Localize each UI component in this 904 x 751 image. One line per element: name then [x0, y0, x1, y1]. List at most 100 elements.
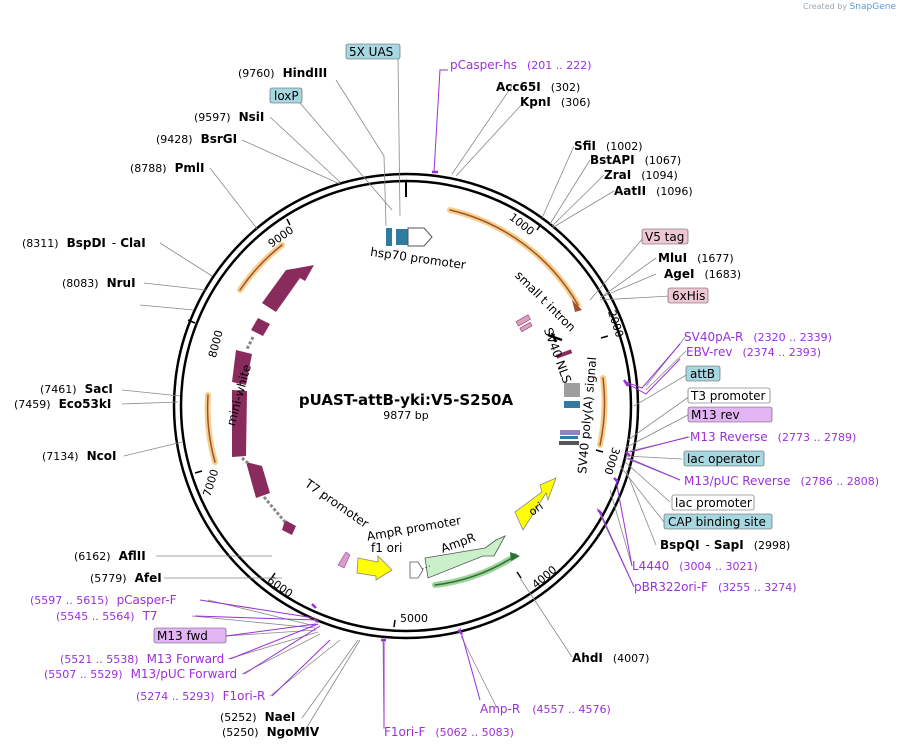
- svg-text:M13/pUC Reverse(2786 .. 2808): M13/pUC Reverse(2786 .. 2808): [684, 474, 879, 488]
- ahdi-position: (4007): [613, 652, 650, 665]
- loxp-label: loxP: [274, 89, 299, 103]
- t7-promoter-feature: [337, 551, 351, 569]
- svg-text:M13 Reverse(2773 .. 2789): M13 Reverse(2773 .. 2789): [690, 430, 856, 444]
- agei-label: AgeI: [664, 267, 694, 281]
- primer-marks: [311, 170, 631, 642]
- bspqi-label: BspQI: [660, 538, 700, 552]
- bspdi-clai-dash: -: [112, 236, 116, 250]
- aflii-position: (6162): [74, 550, 111, 563]
- t3-promoter-label: T3 promoter: [690, 389, 766, 403]
- sv40-polya-label: SV40 poly(A) signal: [575, 356, 599, 474]
- svg-text:L4440(3004 .. 3021): L4440(3004 .. 3021): [632, 559, 758, 573]
- nsii-label: NsiI: [239, 110, 265, 124]
- tick-label-5000: 5000: [400, 612, 428, 625]
- sfii-label: SfiI: [574, 139, 596, 153]
- svg-text:F1ori-F(5062 .. 5083): F1ori-F(5062 .. 5083): [384, 725, 514, 739]
- svg-text:(7461)SacI: (7461)SacI: [40, 382, 113, 396]
- svg-text:(6162)AflII: (6162)AflII: [74, 549, 146, 563]
- nsii-position: (9597): [194, 111, 231, 124]
- pcasper-hs-position: (201 .. 222): [527, 59, 592, 72]
- aatii-label: AatII: [614, 184, 646, 198]
- svg-text:(9428)BsrGI: (9428)BsrGI: [156, 132, 237, 146]
- svg-text:ZraI(1094): ZraI(1094): [604, 168, 678, 182]
- svg-text:(8311)BspDI-ClaI: (8311) BspDI-ClaI: [22, 236, 146, 250]
- f1-ori-feature: [356, 555, 393, 581]
- amp-r-primer-position: (4557 .. 4576): [532, 703, 611, 716]
- m13-puc-reverse-position: (2786 .. 2808): [801, 475, 880, 488]
- eco53ki-label: Eco53kI: [59, 397, 112, 411]
- hsp70-promoter-label: hsp70 promoter: [369, 245, 466, 272]
- ngomiv-position: (5250): [222, 726, 259, 739]
- ncoi-position: (7134): [42, 450, 79, 463]
- bsrgi-position: (9428): [156, 133, 193, 146]
- l4440-position: (3004 .. 3021): [679, 560, 758, 573]
- svg-text:SfiI(1002): SfiI(1002): [574, 139, 643, 153]
- attb-feature: [564, 383, 580, 397]
- m13-reverse-position: (2773 .. 2789): [778, 431, 857, 444]
- nrui-label: NruI: [107, 276, 136, 290]
- pmli-label: PmlI: [175, 161, 205, 175]
- svg-text:BstAPI(1067): BstAPI (1067): [590, 153, 681, 167]
- promoter-cluster: [559, 430, 580, 445]
- credit-prefix: Created by: [803, 2, 848, 11]
- svg-text:SV40pA-R(2320 .. 2339): SV40pA-R(2320 .. 2339): [684, 330, 832, 344]
- pcasper-f-position: (5597 .. 5615): [30, 594, 109, 607]
- v5-tag-feature: [515, 314, 531, 327]
- ebv-rev-label: EBV-rev: [686, 345, 732, 359]
- svg-text:KpnI(306): KpnI (306): [520, 95, 591, 109]
- t3-promoter-feature: [564, 401, 580, 408]
- svg-text:(8788)PmlI: (8788) PmlI: [130, 161, 204, 175]
- uas-feature: [386, 228, 392, 246]
- boxed-labels: 5X UAS loxP V5 tag 6xHis attB T3 promote…: [153, 43, 773, 644]
- bspdi-label: BspDI: [67, 236, 106, 250]
- t7-primer-label: T7: [142, 609, 158, 623]
- m13-forward-label: M13 Forward: [147, 652, 225, 666]
- pmli-position: (8788): [130, 162, 167, 175]
- f1ori-r-position: (5274 .. 5293): [136, 690, 215, 703]
- sixhis-label: 6xHis: [672, 289, 705, 303]
- loxp-feature: [396, 229, 408, 245]
- naei-label: NaeI: [265, 710, 296, 724]
- svg-text:(5252)NaeI: (5252)NaeI: [220, 710, 295, 724]
- plasmid-name: pUAST-attB-yki:V5-S250A: [299, 391, 514, 409]
- sixhis-feature: [519, 321, 533, 333]
- bspqi-position: (2998): [754, 539, 791, 552]
- m13-puc-forward-label: M13/pUC Forward: [131, 667, 238, 681]
- saci-position: (7461): [40, 383, 77, 396]
- sv40-nls-feature: [555, 349, 573, 359]
- bstapi-position: (1067): [645, 154, 682, 167]
- ampr-feature: [424, 535, 506, 579]
- eco53ki-position: (7459): [14, 398, 51, 411]
- pcasper-hs-label: pCasper-hs: [450, 58, 517, 72]
- attb-label: attB: [690, 367, 715, 381]
- v5-tag-label: V5 tag: [645, 230, 684, 244]
- lac-promoter-label: lac promoter: [675, 496, 752, 510]
- kpni-position: (306): [561, 96, 591, 109]
- mlui-label: MluI: [658, 251, 687, 265]
- clai-label: ClaI: [120, 236, 145, 250]
- m13-forward-position: (5521 .. 5538): [60, 653, 139, 666]
- svg-text:(9760)HindIII: (9760)HindIII: [238, 66, 327, 80]
- tick-label-4000: 4000: [530, 563, 560, 591]
- m13-puc-forward-position: (5507 .. 5529): [44, 668, 123, 681]
- svg-text:Amp-R(4557 .. 4576): Amp-R(4557 .. 4576): [480, 702, 611, 716]
- ahdi-label: AhdI: [572, 651, 603, 665]
- small-t-intron-feature: [547, 332, 563, 343]
- sv40-nls-label: SV40 NLS: [541, 326, 574, 385]
- bspdi-position: (8311): [22, 237, 59, 250]
- plasmid-size: 9877 bp: [383, 409, 428, 422]
- acc65i-position: (302): [551, 81, 581, 94]
- small-t-intron-label: small t intron: [512, 268, 578, 334]
- pbr322ori-f-label: pBR322ori-F: [634, 580, 708, 594]
- kpni-label: KpnI: [520, 95, 551, 109]
- bstapi-label: BstAPI: [590, 153, 635, 167]
- mini-white-dashes: [241, 336, 287, 523]
- m13-rev-label: M13 rev: [691, 408, 740, 422]
- svg-text:pCasper-hs(201 .. 222): pCasper-hs (201 .. 222): [450, 58, 592, 72]
- ngomiv-label: NgoMIV: [267, 725, 320, 739]
- orf-arrowhead: [510, 552, 520, 561]
- zrai-label: ZraI: [604, 168, 631, 182]
- svg-text:AatII(1096): AatII(1096): [614, 184, 693, 198]
- ori-feature: [514, 477, 557, 531]
